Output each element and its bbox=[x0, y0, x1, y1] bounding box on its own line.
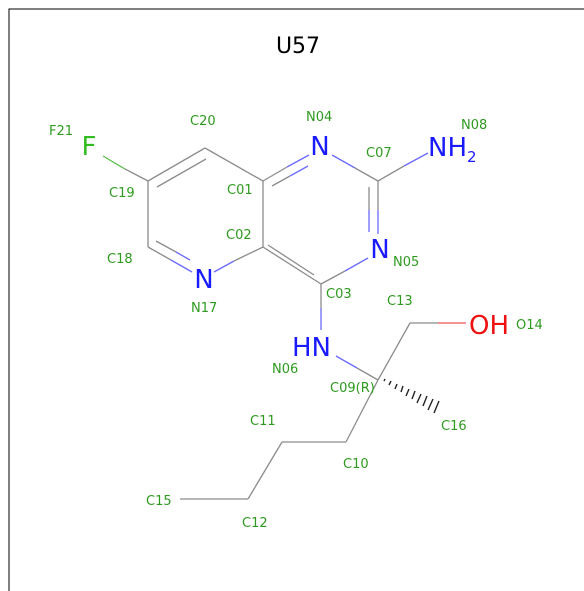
ligand-title: U57 bbox=[276, 34, 320, 59]
label-c10: C10 bbox=[343, 457, 369, 472]
atom-n08-subscript: 2 bbox=[467, 148, 477, 166]
bond-n05-c03a bbox=[344, 257, 369, 272]
label-n05: N05 bbox=[393, 255, 419, 270]
bond-c20-c01 bbox=[204, 147, 264, 182]
label-n06: N06 bbox=[272, 362, 298, 377]
stereo-hash-wedge bbox=[383, 378, 440, 414]
bond-f21-c19b bbox=[124, 168, 149, 182]
bond-c18-n17b bbox=[170, 259, 193, 273]
bond-c18-n17-inner-b bbox=[175, 251, 191, 261]
label-c15: C15 bbox=[146, 494, 172, 509]
bond-c09-c10 bbox=[345, 379, 379, 443]
label-c09: C09(R) bbox=[330, 381, 375, 396]
atom-n08: NH2 bbox=[428, 133, 477, 166]
label-o14: O14 bbox=[516, 318, 543, 333]
bond-n04-c07b bbox=[354, 167, 379, 182]
bond-c01-n04a bbox=[262, 166, 288, 182]
atom-n08-symbol: NH bbox=[428, 133, 467, 163]
label-c16: C16 bbox=[441, 419, 467, 434]
bond-c11-c12 bbox=[247, 441, 283, 500]
label-c19: C19 bbox=[109, 186, 135, 201]
label-c11: C11 bbox=[250, 414, 276, 429]
atom-f21: F bbox=[82, 132, 97, 162]
bond-c19-c20 bbox=[147, 147, 206, 182]
atom-labels: F21 C20 N04 N08 C07 C19 C01 C02 C18 N05 … bbox=[49, 110, 543, 531]
label-c01: C01 bbox=[227, 183, 253, 198]
label-n17: N17 bbox=[191, 301, 217, 316]
bond-n06-c09a bbox=[335, 355, 358, 369]
bond-n17-c02b bbox=[233, 246, 264, 262]
label-c20: C20 bbox=[190, 114, 216, 129]
label-n04: N04 bbox=[306, 110, 332, 125]
bond-n17-c02a bbox=[213, 260, 235, 273]
atom-o14: OH bbox=[469, 311, 509, 341]
bond-c19-c20-inner bbox=[156, 158, 207, 188]
bond-c01-n04b bbox=[286, 154, 310, 168]
bond-c07-n08b bbox=[403, 152, 429, 167]
label-c02: C02 bbox=[226, 228, 252, 243]
label-n08: N08 bbox=[461, 118, 487, 133]
bond-c03-c02-inner bbox=[267, 244, 315, 276]
bonds bbox=[102, 147, 466, 500]
atom-n06: HN bbox=[292, 333, 331, 363]
label-c18: C18 bbox=[107, 252, 133, 267]
frame-border bbox=[8, 8, 584, 591]
bond-c09-c13 bbox=[377, 322, 411, 381]
bond-n06-c09b bbox=[356, 367, 379, 381]
label-c12: C12 bbox=[242, 516, 268, 531]
bond-c18-n17-inner-a bbox=[155, 240, 177, 253]
bond-n04-c07a bbox=[331, 154, 356, 169]
bond-c01-n04-inner-b bbox=[289, 165, 309, 177]
label-f21: F21 bbox=[49, 124, 73, 139]
label-c13: C13 bbox=[387, 294, 413, 309]
atom-n17: N bbox=[194, 265, 213, 295]
atom-symbols: F N N N NH2 HN OH bbox=[82, 132, 510, 363]
atom-n04: N bbox=[310, 132, 329, 162]
bond-f21-c19 bbox=[102, 155, 126, 170]
bond-c07-n08a bbox=[377, 165, 405, 182]
label-c07: C07 bbox=[366, 146, 392, 161]
bond-c18-n17a bbox=[147, 246, 172, 261]
bond-c03-c02 bbox=[262, 246, 322, 285]
bond-c01-n04-inner-a bbox=[271, 175, 291, 187]
label-c03: C03 bbox=[326, 287, 352, 302]
bond-n05-c03b bbox=[320, 270, 346, 285]
atom-n05: N bbox=[370, 235, 389, 265]
